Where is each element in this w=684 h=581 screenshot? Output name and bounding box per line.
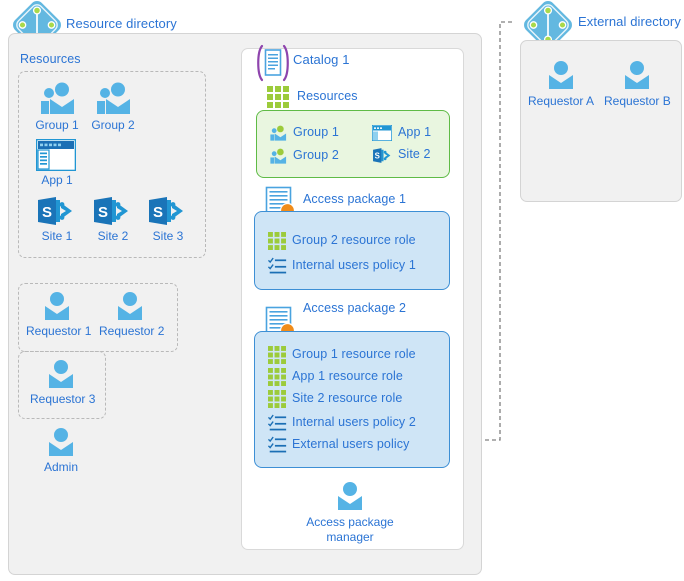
catalog-resource-label-group-1: Group 1 [293, 125, 339, 139]
resource-label-site-3: Site 3 [152, 229, 184, 243]
svg-text:S: S [153, 204, 163, 221]
resource-label-site-2: Site 2 [97, 229, 129, 243]
group-icon [268, 148, 288, 165]
access-package-2-row-label-1: App 1 resource role [292, 369, 403, 383]
access-package-2-label: Access package 2 [303, 301, 407, 315]
requestor-label-2: Requestor 2 [99, 324, 165, 338]
user-icon [334, 481, 366, 511]
requestor-group-2-box [18, 351, 106, 419]
access-package-manager-label-line1: Access package [306, 515, 394, 529]
group-icon [268, 125, 288, 142]
user-icon [114, 291, 146, 321]
access-package-2-row-label-3: Internal users policy 2 [292, 415, 416, 429]
catalog-document-icon [252, 43, 294, 83]
access-package-2-row-label-2: Site 2 resource role [292, 391, 403, 405]
resources-dashed-box [18, 71, 206, 258]
catalog-resource-label-app-1: App 1 [398, 125, 432, 139]
access-package-manager-label-line2: manager [326, 530, 374, 544]
catalog-resource-label-group-2: Group 2 [293, 148, 339, 162]
user-icon [45, 359, 77, 389]
azure-ad-directory-icon [523, 0, 573, 50]
external-directory-label: External directory [578, 14, 681, 29]
catalog-resources-box [256, 110, 450, 178]
group-icon [92, 82, 134, 116]
user-icon [45, 427, 77, 457]
policy-checklist-icon [268, 257, 287, 275]
app-window-icon [36, 139, 76, 171]
requestor-label-3: Requestor 3 [30, 392, 96, 406]
resource-label-group-2: Group 2 [91, 118, 135, 132]
policy-checklist-icon [268, 436, 287, 454]
user-icon [545, 60, 577, 90]
resource-grid-icon [268, 368, 286, 386]
resource-grid-icon [267, 86, 289, 108]
access-package-2-row-label-0: Group 1 resource role [292, 347, 416, 361]
resource-grid-icon [268, 390, 286, 408]
access-package-2-box [254, 331, 450, 468]
access-package-1-box [254, 211, 450, 290]
policy-checklist-icon [268, 414, 287, 432]
resource-label-group-1: Group 1 [35, 118, 79, 132]
resource-directory-label: Resource directory [66, 16, 177, 31]
group-icon [36, 82, 78, 116]
requestor-label-1: Requestor 1 [26, 324, 92, 338]
access-package-1-row-label-0: Group 2 resource role [292, 233, 416, 247]
sharepoint-site-icon: S [92, 195, 132, 227]
admin-label: Admin [43, 460, 78, 474]
resource-label-app-1: App 1 [41, 173, 73, 187]
access-package-1-label: Access package 1 [303, 192, 407, 206]
catalog-resources-label: Resources [297, 89, 358, 103]
access-package-1-row-label-1: Internal users policy 1 [292, 258, 416, 272]
catalog-resource-label-site-2: Site 2 [398, 147, 431, 161]
external-user-label-b: Requestor B [604, 94, 671, 108]
resources-group-label: Resources [20, 52, 81, 66]
svg-text:S: S [42, 204, 52, 221]
resource-grid-icon [268, 232, 286, 250]
sharepoint-site-icon: S [147, 195, 187, 227]
external-directory-container [520, 40, 682, 202]
app-window-icon [372, 125, 392, 141]
sharepoint-site-icon: S [372, 147, 393, 164]
user-icon [621, 60, 653, 90]
resource-label-site-1: Site 1 [41, 229, 73, 243]
resource-grid-icon [268, 346, 286, 364]
user-icon [41, 291, 73, 321]
svg-text:S: S [375, 152, 380, 161]
external-user-label-a: Requestor A [528, 94, 595, 108]
svg-text:S: S [98, 204, 108, 221]
sharepoint-site-icon: S [36, 195, 76, 227]
access-package-2-row-label-4: External users policy [292, 437, 410, 451]
catalog-label: Catalog 1 [293, 52, 350, 67]
